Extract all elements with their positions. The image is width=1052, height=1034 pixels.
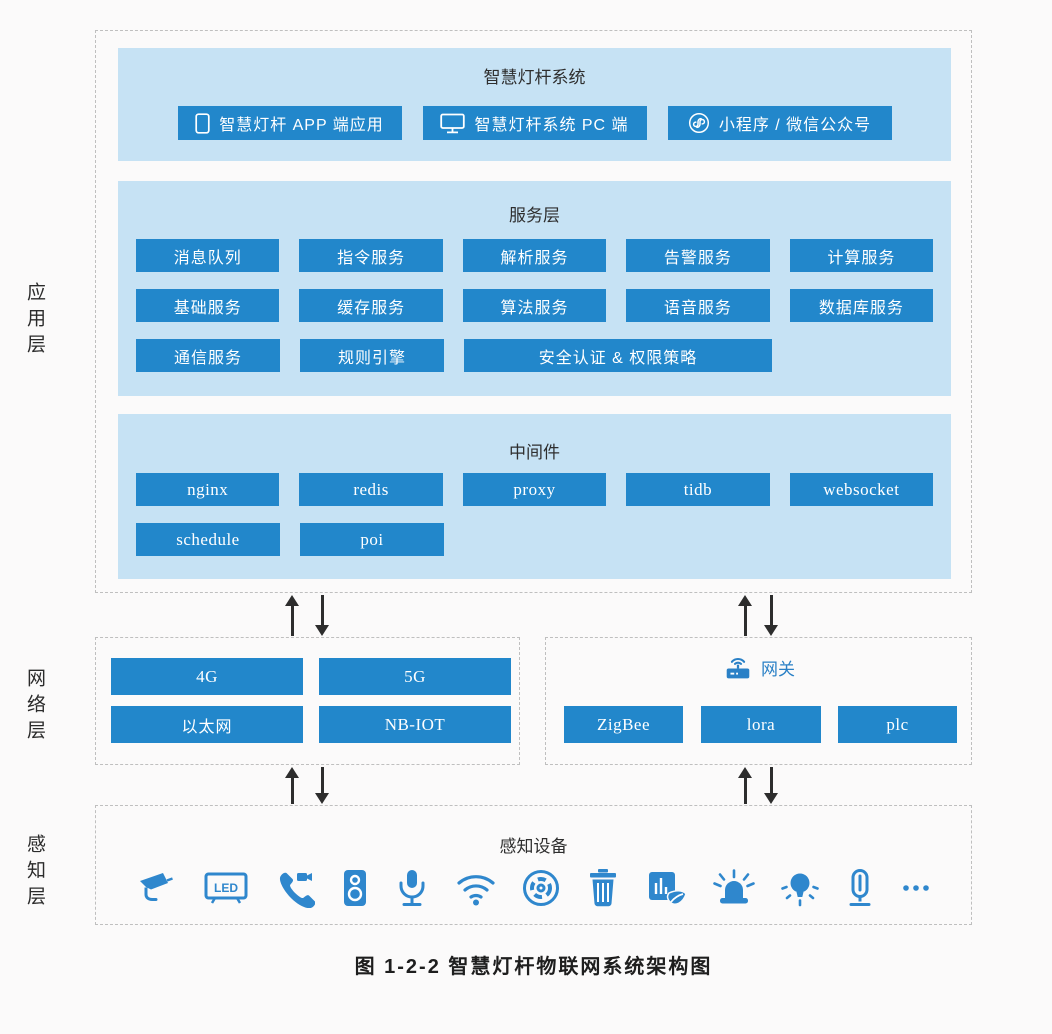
service-button: 解析服务 bbox=[462, 239, 607, 272]
environment-sensor-icon bbox=[648, 872, 687, 905]
service-panel: 服务层 消息队列 指令服务 解析服务 告警服务 计算服务 基础服务 缓存服务 算… bbox=[118, 181, 951, 396]
perception-layer-box: 感知设备 LED bbox=[95, 805, 972, 925]
service-button: 计算服务 bbox=[789, 239, 934, 272]
service-button: 缓存服务 bbox=[299, 289, 443, 322]
arrow-down-icon bbox=[764, 767, 778, 804]
gateway-router-icon bbox=[726, 657, 750, 679]
led-screen-icon: LED bbox=[204, 872, 248, 904]
service-button: 算法服务 bbox=[462, 289, 607, 322]
service-panel-title: 服务层 bbox=[509, 206, 560, 225]
gateway-protocol-button: ZigBee bbox=[564, 706, 683, 743]
button-label: 小程序 / 微信公众号 bbox=[718, 117, 872, 134]
middleware-panel: 中间件 nginx redis proxy tidb websocket sch… bbox=[118, 414, 951, 579]
layer-label-network: 网络层 bbox=[24, 668, 45, 746]
network-button: 以太网 bbox=[111, 706, 303, 743]
service-button: 消息队列 bbox=[136, 239, 280, 272]
gateway-header: 网关 bbox=[546, 654, 971, 681]
middleware-button: redis bbox=[299, 473, 443, 506]
video-call-icon bbox=[280, 872, 316, 908]
network-access-box: 4G 5G 以太网 NB-IOT bbox=[95, 637, 520, 765]
pc-client-button: 智慧灯杆系统 PC 端 bbox=[422, 106, 647, 140]
miniprogram-icon bbox=[688, 112, 709, 134]
button-label: 智慧灯杆系统 PC 端 bbox=[474, 117, 629, 134]
perception-title: 感知设备 bbox=[499, 837, 568, 856]
speaker-icon bbox=[343, 870, 366, 906]
system-panel-title: 智慧灯杆系统 bbox=[483, 68, 586, 87]
arrow-down-icon bbox=[315, 767, 329, 804]
layer-label-perception: 感知层 bbox=[24, 834, 45, 912]
gateway-protocol-button: lora bbox=[701, 706, 821, 743]
arrow-down-icon bbox=[315, 595, 329, 636]
gateway-label: 网关 bbox=[761, 660, 795, 679]
middleware-button: proxy bbox=[462, 473, 607, 506]
service-button: 规则引擎 bbox=[300, 339, 444, 372]
service-button: 数据库服务 bbox=[789, 289, 934, 322]
service-button: 通信服务 bbox=[136, 339, 280, 372]
network-button: 4G bbox=[111, 658, 303, 695]
arrow-up-icon bbox=[738, 767, 752, 804]
middleware-button: websocket bbox=[789, 473, 934, 506]
service-row-1: 消息队列 指令服务 解析服务 告警服务 计算服务 bbox=[136, 239, 934, 272]
miniprogram-button: 小程序 / 微信公众号 bbox=[667, 106, 892, 140]
network-button: 5G bbox=[319, 658, 511, 695]
alarm-light-icon bbox=[713, 869, 756, 904]
middleware-panel-title: 中间件 bbox=[509, 443, 560, 462]
middleware-row-2: schedule poi bbox=[136, 523, 933, 556]
system-panel: 智慧灯杆系统 智慧灯杆 APP 端应用 智慧灯杆系统 PC 端 bbox=[118, 48, 951, 161]
trash-bin-icon bbox=[590, 869, 617, 907]
device-icons-row: LED bbox=[136, 864, 931, 912]
network-button: NB-IOT bbox=[319, 706, 511, 743]
arrow-up-icon bbox=[285, 767, 299, 804]
middleware-button: tidb bbox=[626, 473, 770, 506]
service-button: 指令服务 bbox=[299, 239, 443, 272]
monitor-icon bbox=[440, 113, 466, 133]
middleware-row-1: nginx redis proxy tidb websocket bbox=[136, 473, 934, 506]
service-row-2: 基础服务 缓存服务 算法服务 语音服务 数据库服务 bbox=[136, 289, 934, 322]
arrow-down-icon bbox=[764, 595, 778, 636]
light-bulb-icon bbox=[780, 873, 819, 907]
cctv-camera-icon bbox=[140, 873, 173, 901]
network-gateway-box: 网关 ZigBee lora plc bbox=[545, 637, 972, 765]
layer-label-application: 应用层 bbox=[24, 282, 45, 360]
arrow-up-icon bbox=[738, 595, 752, 636]
ellipsis-icon bbox=[903, 885, 929, 891]
phone-icon bbox=[195, 112, 210, 134]
gateway-protocol-button: plc bbox=[838, 706, 957, 743]
service-button: 基础服务 bbox=[136, 289, 280, 322]
figure-caption: 图 1-2-2 智慧灯杆物联网系统架构图 bbox=[354, 956, 713, 978]
led-label: LED bbox=[214, 881, 238, 895]
system-buttons-row: 智慧灯杆 APP 端应用 智慧灯杆系统 PC 端 小程序 / 微信公众 bbox=[118, 106, 951, 140]
button-label: 智慧灯杆 APP 端应用 bbox=[219, 117, 384, 134]
microphone-icon bbox=[399, 870, 425, 906]
middleware-button: nginx bbox=[136, 473, 280, 506]
service-button-wide: 安全认证 & 权限策略 bbox=[464, 339, 772, 372]
service-button: 语音服务 bbox=[626, 289, 770, 322]
arrow-up-icon bbox=[285, 595, 299, 636]
middleware-button: poi bbox=[300, 523, 444, 556]
wifi-icon bbox=[457, 875, 495, 906]
charging-pile-icon bbox=[849, 869, 871, 906]
app-client-button: 智慧灯杆 APP 端应用 bbox=[177, 106, 402, 140]
application-layer-box: 智慧灯杆系统 智慧灯杆 APP 端应用 智慧灯杆系统 PC 端 bbox=[95, 30, 972, 593]
middleware-button: schedule bbox=[136, 523, 280, 556]
service-row-3: 通信服务 规则引擎 安全认证 & 权限策略 bbox=[136, 339, 933, 372]
service-button: 告警服务 bbox=[626, 239, 770, 272]
manhole-cover-icon bbox=[523, 870, 560, 906]
